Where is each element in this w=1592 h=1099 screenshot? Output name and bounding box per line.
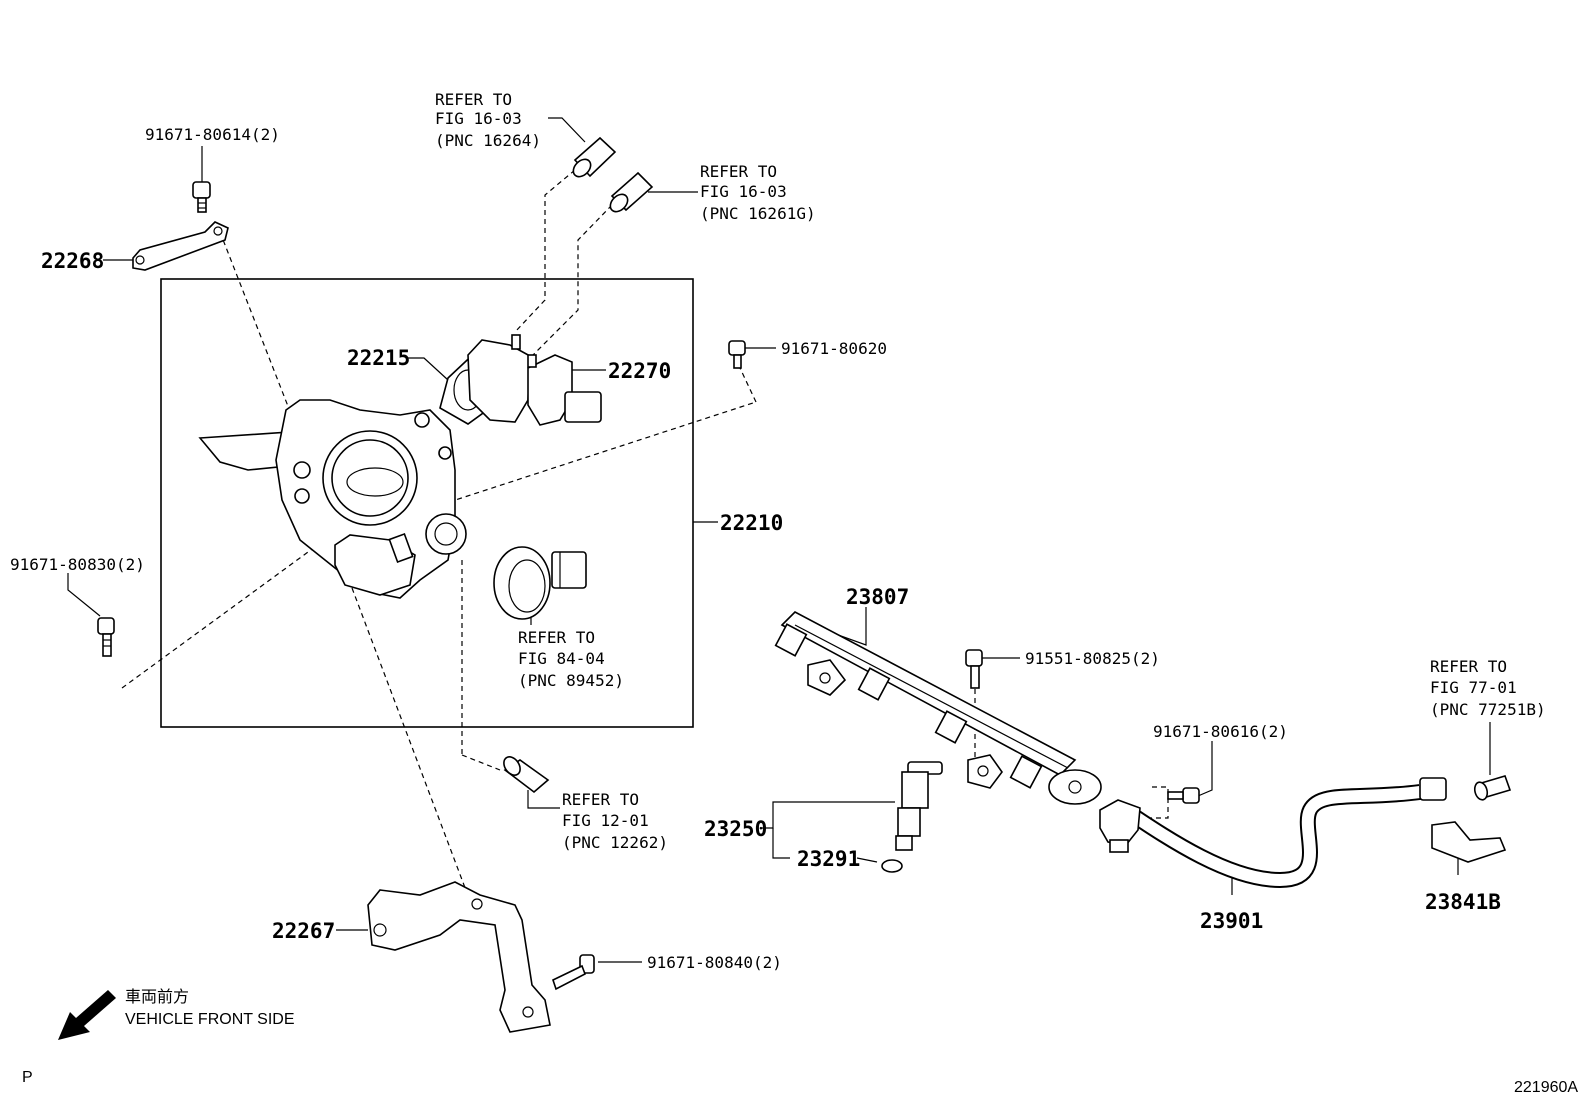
hose-12262 [503,756,550,794]
svg-text:FIG 77-01: FIG 77-01 [1430,678,1517,697]
ref-note-77251B: REFER TO FIG 77-01 (PNC 77251B) [1430,657,1546,719]
ref-note-16261G: REFER TO FIG 16-03 (PNC 16261G) [700,162,816,223]
assembly-dashed-lines [121,169,1169,894]
hose-16261G [609,171,654,213]
label-91671-80614: 91671-80614(2) [145,125,280,144]
direction-japanese: 車両前方 [125,988,189,1006]
bolt-91671-80616 [1167,787,1200,804]
svg-text:FIG 16-03: FIG 16-03 [435,109,522,128]
bracket-22268 [132,221,229,271]
iac-valve-22270 [467,334,602,426]
pipe-77251B [1473,775,1512,801]
svg-text:REFER TO: REFER TO [562,790,639,809]
label-91551-80825: 91551-80825(2) [1025,649,1160,668]
hose-16264 [572,136,617,178]
label-22270: 22270 [608,359,671,383]
label-91671-80616: 91671-80616(2) [1153,722,1288,741]
bolt-91671-80840 [552,954,595,991]
svg-text:REFER TO: REFER TO [518,628,595,647]
label-23901: 23901 [1200,909,1263,933]
throttle-body-22210 [198,399,467,599]
bolt-91671-80830 [97,617,115,657]
leader-lines [67,117,1491,963]
label-23250: 23250 [704,817,767,841]
svg-text:REFER TO: REFER TO [1430,657,1507,676]
fuel-hose-23901 [1099,777,1447,889]
figure-code: 221960A [1514,1079,1578,1096]
svg-text:FIG 12-01: FIG 12-01 [562,811,649,830]
label-91671-80830: 91671-80830(2) [10,555,145,574]
o-ring-23291 [881,859,903,873]
clip-23841B [1431,821,1507,863]
ref-note-16264: REFER TO FIG 16-03 (PNC 16264) [435,90,541,150]
svg-text:FIG 16-03: FIG 16-03 [700,182,787,201]
svg-text:REFER TO: REFER TO [435,90,512,109]
label-22268: 22268 [41,249,104,273]
bracket-22267 [367,881,551,1033]
injector-23250 [895,761,943,851]
bolt-91671-80614 [192,181,211,213]
label-91671-80620: 91671-80620 [781,339,887,358]
label-91671-80840: 91671-80840(2) [647,953,782,972]
svg-text:REFER TO: REFER TO [700,162,777,181]
bolt-91551-80825 [965,649,983,689]
fuel-rail-23807 [774,611,1102,805]
bolt-91671-80620 [728,340,746,369]
corner-mark: P [22,1069,33,1086]
svg-text:(PNC 12262): (PNC 12262) [562,833,668,852]
label-23291: 23291 [797,847,860,871]
svg-text:(PNC 89452): (PNC 89452) [518,671,624,690]
svg-text:(PNC 77251B): (PNC 77251B) [1430,700,1546,719]
label-22267: 22267 [272,919,335,943]
ref-note-12262: REFER TO FIG 12-01 (PNC 12262) [562,790,668,852]
svg-text:FIG 84-04: FIG 84-04 [518,649,605,668]
label-22215: 22215 [347,346,410,370]
label-23807: 23807 [846,585,909,609]
label-23841B: 23841B [1425,890,1501,914]
svg-text:(PNC 16261G): (PNC 16261G) [700,204,816,223]
throttle-position-sensor [493,546,587,620]
direction-english: VEHICLE FRONT SIDE [125,1011,295,1028]
label-22210: 22210 [720,511,783,535]
svg-text:(PNC 16264): (PNC 16264) [435,131,541,150]
ref-note-89452: REFER TO FIG 84-04 (PNC 89452) [518,628,624,690]
front-arrow-icon [58,990,116,1040]
throttle-body-frame [160,278,694,728]
